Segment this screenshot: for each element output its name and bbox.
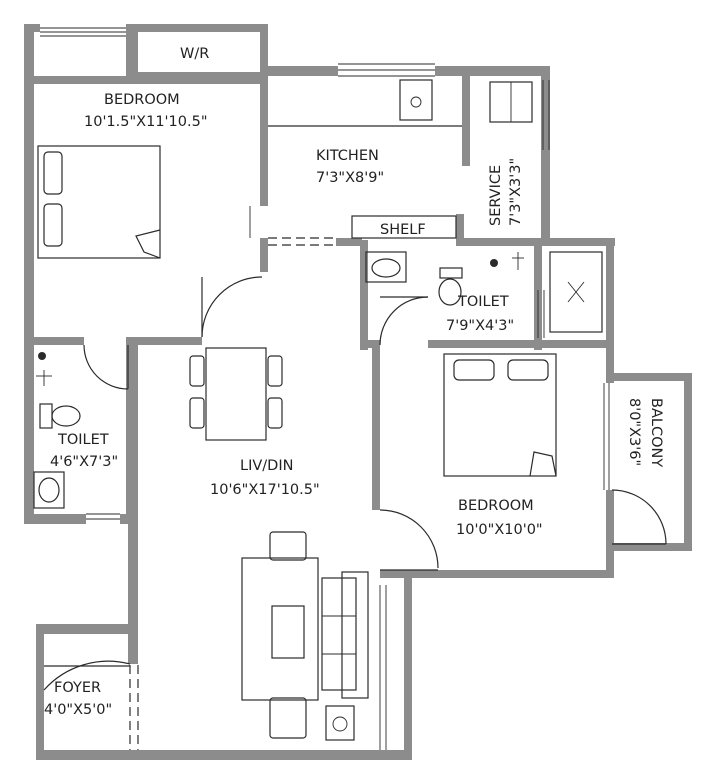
livdin-size: 10'6"X17'10.5" xyxy=(210,482,320,498)
kitchen-label: KITCHEN xyxy=(316,148,379,164)
foyer-size: 4'0"X5'0" xyxy=(44,702,112,718)
windows xyxy=(40,27,610,750)
doors xyxy=(43,237,667,750)
bedroom2-size: 10'0"X10'0" xyxy=(456,522,543,538)
toilet-1-fixtures xyxy=(33,352,81,509)
toilet1-label: TOILET xyxy=(57,432,109,448)
outer-walls xyxy=(24,24,692,760)
bedroom1-label: BEDROOM xyxy=(104,92,180,108)
dining-set xyxy=(189,347,283,441)
room-labels: W/R BEDROOM 10'1.5"X11'10.5" KITCHEN 7'3… xyxy=(44,46,664,718)
bed-2 xyxy=(443,353,557,477)
service-label: SERVICE xyxy=(488,165,504,226)
bed-1 xyxy=(37,145,161,259)
shower xyxy=(549,251,603,333)
livdin-label: LIV/DIN xyxy=(240,458,293,474)
service-size: 7'3"X3'3" xyxy=(508,158,524,226)
living-set xyxy=(241,531,369,741)
kitchen-counter xyxy=(268,79,533,127)
toilet2-label: TOILET xyxy=(457,294,509,310)
balcony-label: BALCONY xyxy=(648,398,664,467)
toilet2-size: 7'9"X4'3" xyxy=(446,318,514,334)
toilet1-size: 4'6"X7'3" xyxy=(50,454,118,470)
foyer-label: FOYER xyxy=(54,680,101,696)
wr-label: W/R xyxy=(180,46,209,62)
balcony-size: 8'0"X3'6" xyxy=(626,398,642,466)
shelf xyxy=(351,215,457,239)
shelf-label: SHELF xyxy=(380,222,426,238)
toilet-2-fixtures xyxy=(365,251,524,306)
bedroom2-label: BEDROOM xyxy=(458,498,534,514)
kitchen-size: 7'3"X8'9" xyxy=(316,170,384,186)
bedroom1-size: 10'1.5"X11'10.5" xyxy=(84,114,208,130)
